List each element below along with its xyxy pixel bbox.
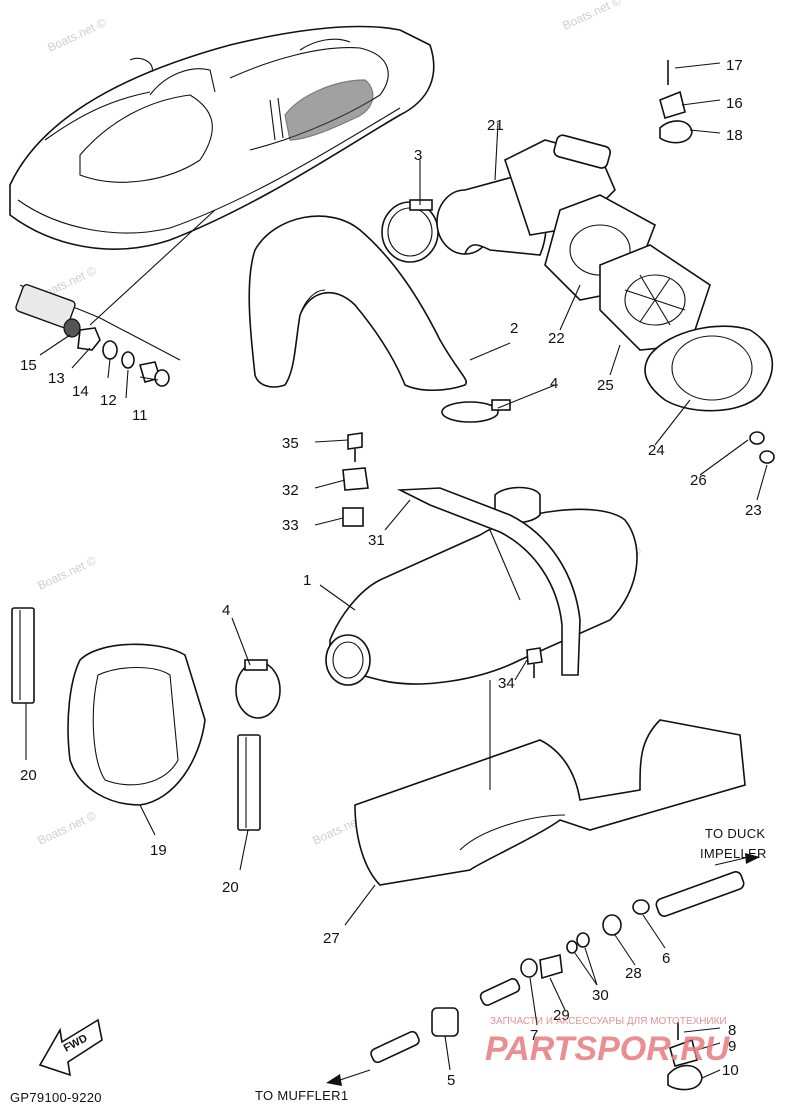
part-label: 20 [20, 767, 37, 784]
leader-line [89, 209, 216, 326]
part-label: 29 [553, 1007, 570, 1024]
part-label: 28 [625, 965, 642, 982]
to-duck-impeller-callout: TO DUCK [705, 826, 765, 841]
part-label: 2 [510, 320, 518, 337]
part-label: 12 [100, 392, 117, 409]
spacers [11, 607, 261, 831]
leader-lines [25, 62, 768, 1079]
muffler-holder [354, 719, 746, 886]
watermark: Boats.net © [35, 808, 98, 847]
watermark: Boats.net © [560, 0, 623, 33]
gaskets [544, 194, 775, 464]
part-label: 22 [548, 330, 565, 347]
callouts: TO DUCK IMPELLER TO MUFFLER1 GP79100-922… [10, 826, 767, 1105]
part-label: 11 [132, 407, 148, 424]
part-label: 21 [487, 117, 504, 134]
part-label: 4 [550, 375, 558, 392]
brand-tagline: ЗАПЧАСТИ И АКСЕССУАРЫ ДЛЯ МОТОТЕХНИКИ [490, 1016, 727, 1027]
part-label: 4 [222, 602, 230, 619]
part-label: 18 [726, 127, 743, 144]
part-label: 3 [414, 147, 422, 164]
watercraft-overview [9, 25, 435, 326]
hose-clamp-3 [381, 199, 439, 263]
part-label: 10 [722, 1062, 739, 1079]
part-label: 16 [726, 95, 743, 112]
part-label: 5 [447, 1072, 455, 1089]
part-labels: 1 2 3 4 4 5 6 7 8 9 10 11 12 13 14 15 16… [20, 57, 762, 1089]
lower-pipe-assembly [370, 871, 745, 1064]
diagram-code: GP79100-9220 [10, 1090, 102, 1105]
to-muffler-callout: TO MUFFLER1 [255, 1088, 348, 1103]
part-label: 34 [498, 675, 515, 692]
forward-arrow: FWD [38, 1018, 103, 1077]
part-label: 35 [282, 435, 299, 452]
part-label: 33 [282, 517, 299, 534]
clip-assemblies [659, 60, 703, 1091]
part-label: 27 [323, 930, 340, 947]
part-label: 19 [150, 842, 167, 859]
part-label: 20 [222, 879, 239, 896]
part-label: 31 [368, 532, 385, 549]
part-label: 6 [662, 950, 670, 967]
watermark: Boats.net © [45, 15, 108, 54]
brand-name: PARTSPOR.RU [485, 1030, 731, 1068]
part-label: 17 [726, 57, 743, 74]
part-label: 30 [592, 987, 609, 1004]
exhaust-hose [248, 215, 467, 392]
part-label: 24 [648, 442, 665, 459]
brand-watermark: ЗАПЧАСТИ И АКСЕССУАРЫ ДЛЯ МОТОТЕХНИКИ PA… [485, 1016, 731, 1068]
part-label: 25 [597, 377, 614, 394]
duct [67, 643, 206, 806]
strap [396, 487, 581, 676]
part-label: 9 [728, 1038, 736, 1055]
part-label: 14 [72, 383, 89, 400]
mount-hardware-detail [15, 284, 181, 387]
part-label: 23 [745, 502, 762, 519]
part-label: 15 [20, 357, 37, 374]
part-label: 7 [530, 1027, 538, 1044]
hose-clamp-4-lower [235, 659, 281, 719]
part-label: 1 [303, 572, 311, 589]
part-label: 26 [690, 472, 707, 489]
bracket-hardware [342, 432, 543, 678]
part-label: 32 [282, 482, 299, 499]
muffler [325, 486, 638, 686]
part-label: 13 [48, 370, 65, 387]
direction-arrows [326, 853, 760, 1086]
watermark: Boats.net © [35, 553, 98, 592]
hose-clamp-4-upper [441, 399, 511, 423]
to-duck-impeller-callout: IMPELLER [700, 846, 767, 861]
part-label: 8 [728, 1022, 736, 1039]
